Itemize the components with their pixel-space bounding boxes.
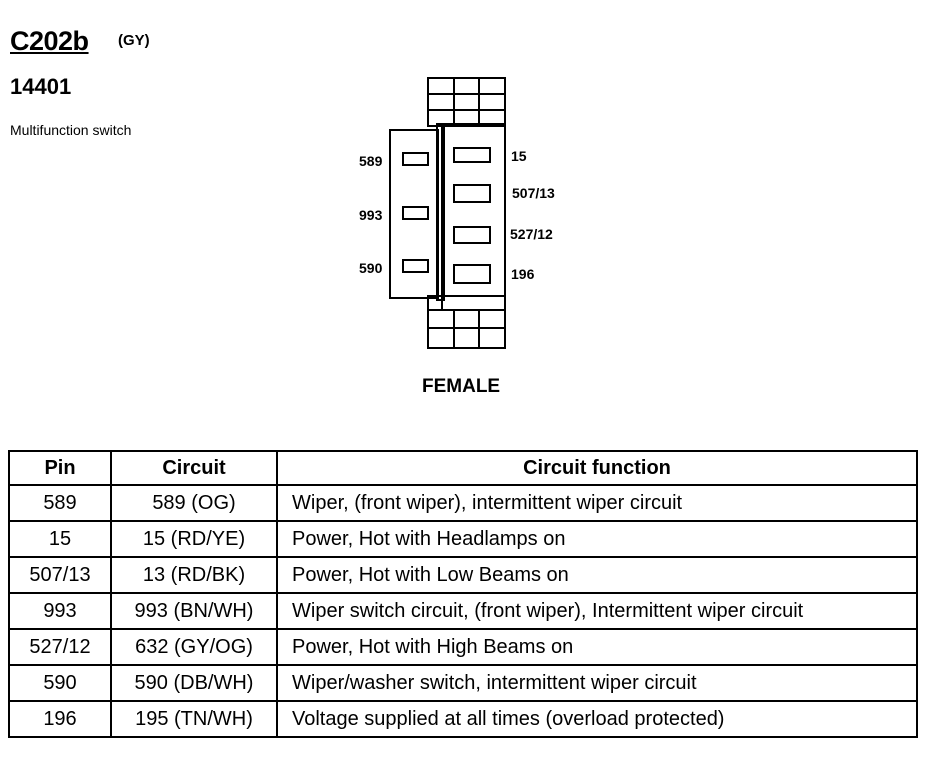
circuit-cell: 15 (RD/YE) bbox=[110, 520, 278, 558]
pin-label-right: 507/13 bbox=[512, 185, 555, 201]
pin-cell: 590 bbox=[8, 664, 112, 702]
connector-color-code: (GY) bbox=[118, 32, 150, 49]
table-header-row: Pin Circuit Circuit function bbox=[8, 450, 918, 486]
table-row: 507/13 13 (RD/BK) Power, Hot with Low Be… bbox=[8, 556, 918, 594]
function-cell: Wiper/washer switch, intermittent wiper … bbox=[276, 664, 918, 702]
pin-cavity-590 bbox=[402, 259, 429, 273]
pin-label-left: 589 bbox=[359, 153, 383, 169]
pin-cell: 589 bbox=[8, 484, 112, 522]
pin-function-table: Pin Circuit Circuit function 589 589 (OG… bbox=[8, 450, 918, 738]
pin-cavity-589 bbox=[402, 152, 429, 166]
column-header-circuit-function: Circuit function bbox=[276, 450, 918, 486]
table-row: 590 590 (DB/WH) Wiper/washer switch, int… bbox=[8, 664, 918, 702]
pin-cavity-196 bbox=[453, 264, 491, 284]
circuit-cell: 993 (BN/WH) bbox=[110, 592, 278, 630]
connector-top-latch bbox=[427, 77, 506, 127]
part-description: Multifunction switch bbox=[10, 122, 132, 138]
function-cell: Power, Hot with Headlamps on bbox=[276, 520, 918, 558]
circuit-cell: 195 (TN/WH) bbox=[110, 700, 278, 738]
circuit-cell: 589 (OG) bbox=[110, 484, 278, 522]
pin-cell: 527/12 bbox=[8, 628, 112, 666]
table-row: 196 195 (TN/WH) Voltage supplied at all … bbox=[8, 700, 918, 738]
pin-label-left: 590 bbox=[359, 260, 383, 276]
connector-divider-bar bbox=[436, 123, 445, 301]
pin-label-left: 993 bbox=[359, 207, 383, 223]
circuit-cell: 632 (GY/OG) bbox=[110, 628, 278, 666]
function-cell: Wiper switch circuit, (front wiper), Int… bbox=[276, 592, 918, 630]
table-row: 589 589 (OG) Wiper, (front wiper), inter… bbox=[8, 484, 918, 522]
circuit-cell: 590 (DB/WH) bbox=[110, 664, 278, 702]
function-cell: Power, Hot with High Beams on bbox=[276, 628, 918, 666]
pin-cell: 993 bbox=[8, 592, 112, 630]
pin-cavity-527-12 bbox=[453, 226, 491, 244]
table-row: 993 993 (BN/WH) Wiper switch circuit, (f… bbox=[8, 592, 918, 630]
column-header-circuit: Circuit bbox=[110, 450, 278, 486]
column-header-pin: Pin bbox=[8, 450, 112, 486]
pin-cell: 196 bbox=[8, 700, 112, 738]
pin-cavity-993 bbox=[402, 206, 429, 220]
table-row: 527/12 632 (GY/OG) Power, Hot with High … bbox=[8, 628, 918, 666]
connector-id: C202b bbox=[10, 26, 89, 56]
connector-gender-label: FEMALE bbox=[422, 376, 501, 397]
part-number: 14401 bbox=[10, 74, 72, 99]
function-cell: Wiper, (front wiper), intermittent wiper… bbox=[276, 484, 918, 522]
table-row: 15 15 (RD/YE) Power, Hot with Headlamps … bbox=[8, 520, 918, 558]
pin-cell: 15 bbox=[8, 520, 112, 558]
function-cell: Voltage supplied at all times (overload … bbox=[276, 700, 918, 738]
pin-cavity-507-13 bbox=[453, 184, 491, 203]
pin-cavity-15 bbox=[453, 147, 491, 163]
connector-bottom-latch bbox=[427, 295, 506, 349]
pin-label-right: 196 bbox=[511, 266, 535, 282]
circuit-cell: 13 (RD/BK) bbox=[110, 556, 278, 594]
pin-label-right: 527/12 bbox=[510, 226, 553, 242]
pin-cell: 507/13 bbox=[8, 556, 112, 594]
pin-label-right: 15 bbox=[511, 148, 527, 164]
function-cell: Power, Hot with Low Beams on bbox=[276, 556, 918, 594]
